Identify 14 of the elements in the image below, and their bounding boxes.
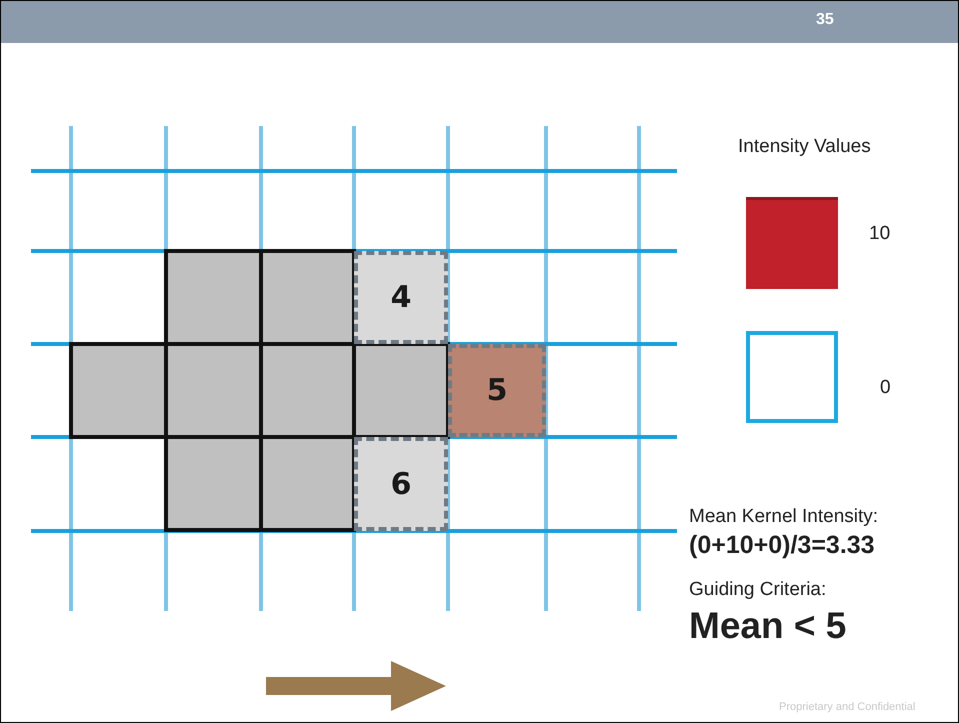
cell-number: 4	[390, 280, 412, 315]
legend-title: Intensity Values	[738, 136, 871, 158]
criteria-text: Mean < 5	[689, 605, 846, 647]
criteria-caption: Guiding Criteria:	[689, 579, 826, 601]
formula-caption: Mean Kernel Intensity:	[689, 506, 878, 528]
formula-text: (0+10+0)/3=3.33	[689, 531, 875, 560]
highlighted-cell	[354, 251, 448, 344]
cell-number: 6	[390, 466, 412, 502]
highlighted-cell	[448, 344, 546, 437]
legend-label: 0	[880, 377, 891, 399]
legend-label: 10	[869, 223, 890, 245]
cell-number: 5	[486, 373, 508, 408]
highlighted-cell	[354, 437, 448, 531]
page-number: 35	[816, 11, 834, 29]
